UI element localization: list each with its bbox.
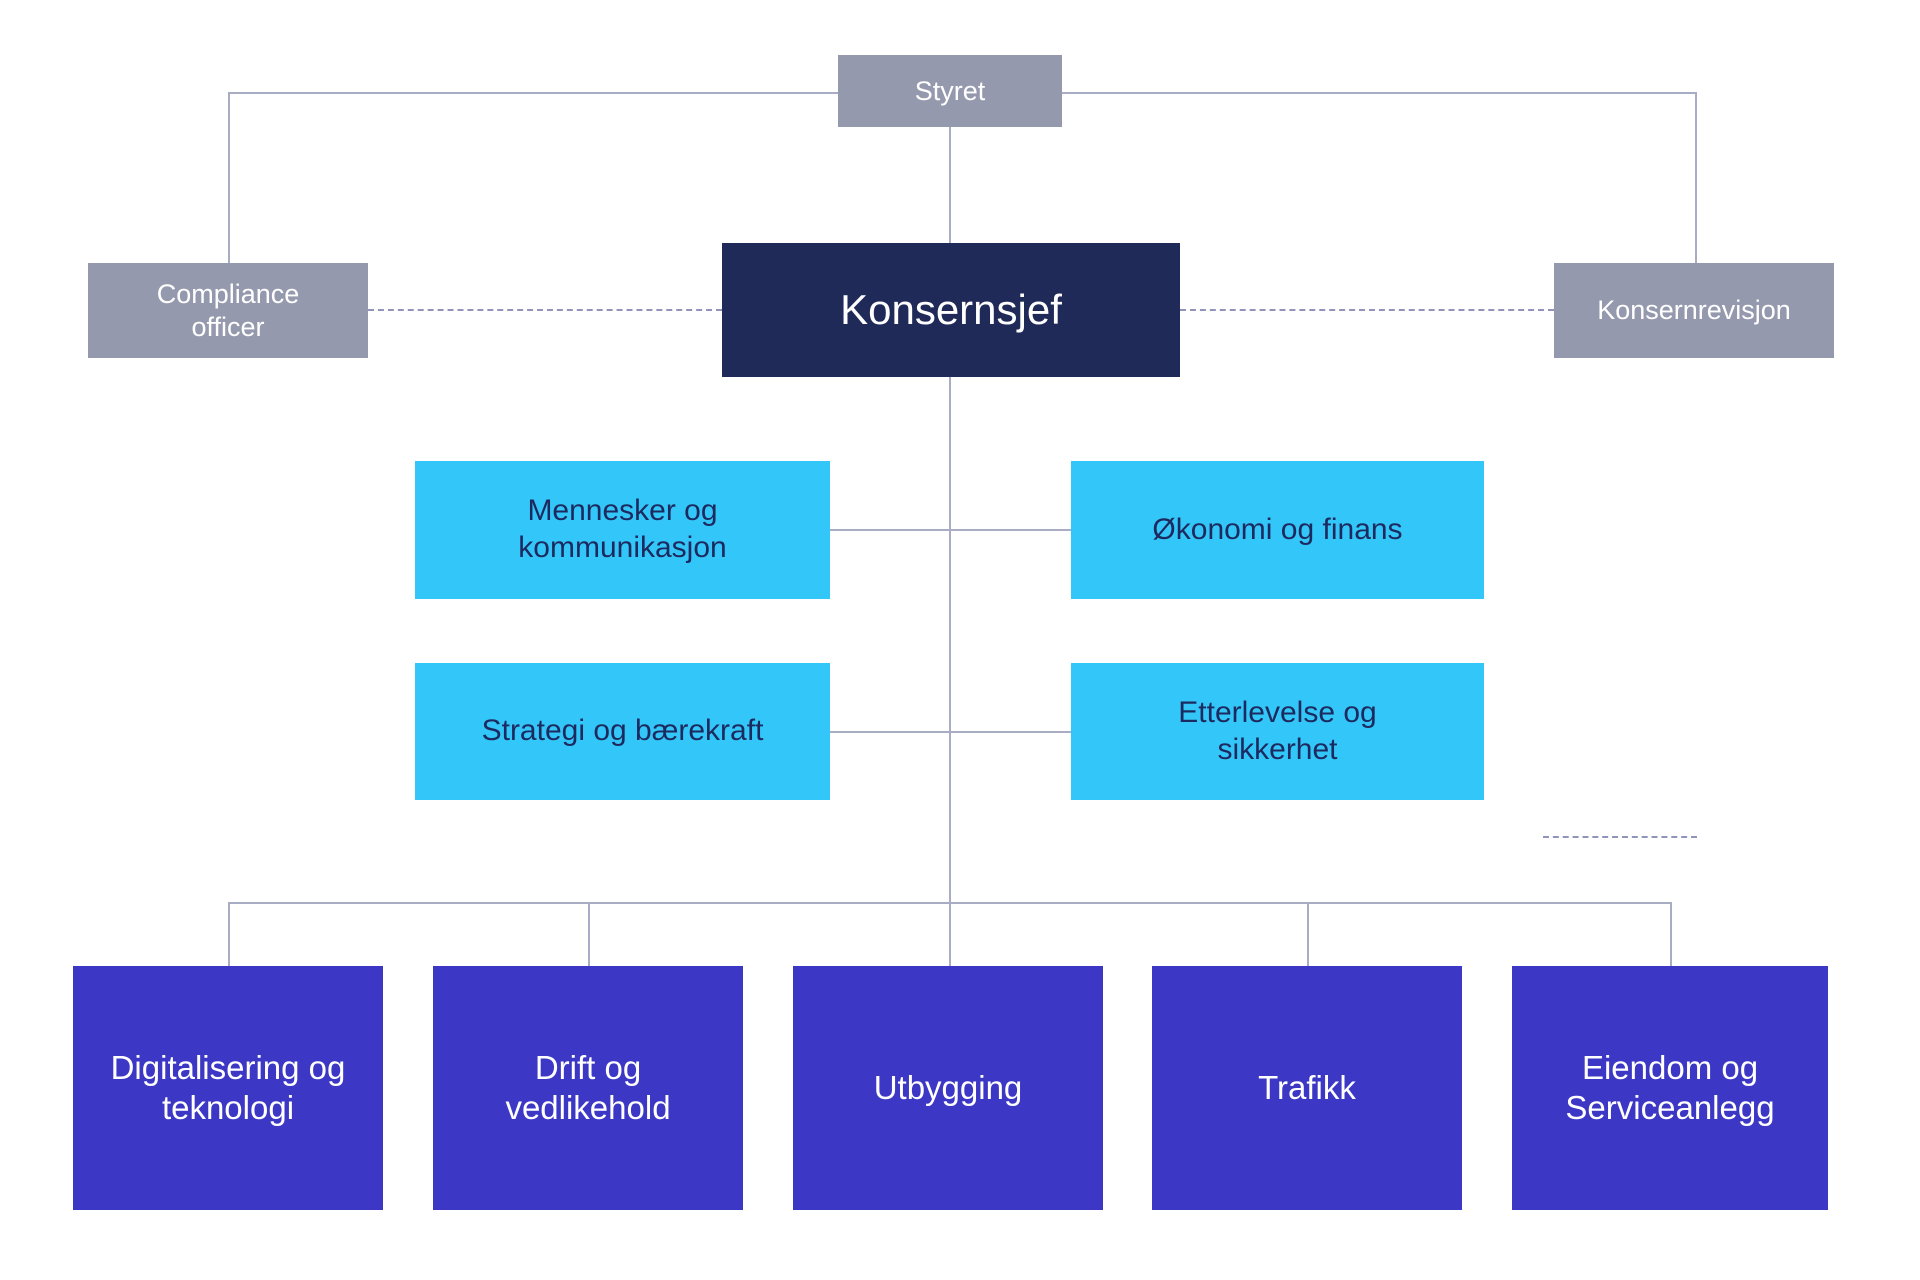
connector-staff-row2	[830, 731, 1071, 733]
node-label: Konsernrevisjon	[1597, 295, 1791, 326]
node-label: Økonomi og finans	[1152, 512, 1403, 546]
node-label: Konsernsjef	[840, 286, 1062, 334]
node-label: Drift og vedlikehold	[505, 1048, 671, 1126]
connector-drop-division-5	[1670, 902, 1672, 966]
node-label: Eiendom og Serviceanlegg	[1565, 1048, 1775, 1126]
node-label: Strategi og bærekraft	[481, 714, 764, 748]
connector-divisions-rail	[228, 902, 1671, 904]
node-utbygging: Utbygging	[793, 966, 1103, 1210]
connector-staff-row1	[830, 529, 1071, 531]
node-label: Styret	[914, 75, 986, 106]
node-label: Compliance officer	[156, 278, 300, 342]
node-okonomi-og-finans: Økonomi og finans	[1071, 461, 1484, 599]
dashed-stray-segment	[1543, 836, 1697, 838]
node-trafikk: Trafikk	[1152, 966, 1462, 1210]
node-label: Digitalisering og teknologi	[110, 1048, 346, 1126]
connector-top-left	[228, 92, 838, 94]
dashed-connector-konsernrevisjon	[1180, 309, 1554, 311]
connector-drop-division-2	[588, 902, 590, 966]
node-konsernsjef: Konsernsjef	[722, 243, 1180, 377]
node-mennesker-og-kommunikasjon: Mennesker og kommunikasjon	[415, 461, 830, 599]
node-compliance-officer: Compliance officer	[88, 263, 368, 358]
node-digitalisering-og-teknologi: Digitalisering og teknologi	[73, 966, 383, 1210]
connector-drop-division-1	[228, 902, 230, 966]
node-label: Mennesker og kommunikasjon	[518, 494, 727, 564]
node-label: Utbygging	[873, 1068, 1023, 1106]
node-label: Trafikk	[1258, 1068, 1356, 1106]
node-label: Etterlevelse og sikkerhet	[1178, 695, 1377, 766]
connector-styret-konsernsjef	[949, 127, 951, 243]
node-eiendom-og-serviceanlegg: Eiendom og Serviceanlegg	[1512, 966, 1828, 1210]
node-konsernrevisjon: Konsernrevisjon	[1554, 263, 1834, 358]
node-strategi-og-baerekraft: Strategi og bærekraft	[415, 663, 830, 800]
connector-drop-konsernrevisjon	[1695, 92, 1697, 263]
connector-drop-division-4	[1307, 902, 1309, 966]
node-styret: Styret	[838, 55, 1062, 127]
connector-center-spine	[949, 377, 951, 966]
node-drift-og-vedlikehold: Drift og vedlikehold	[433, 966, 743, 1210]
node-etterlevelse-og-sikkerhet: Etterlevelse og sikkerhet	[1071, 663, 1484, 800]
connector-drop-compliance	[228, 92, 230, 263]
dashed-connector-compliance	[368, 309, 722, 311]
connector-top-right	[1062, 92, 1695, 94]
